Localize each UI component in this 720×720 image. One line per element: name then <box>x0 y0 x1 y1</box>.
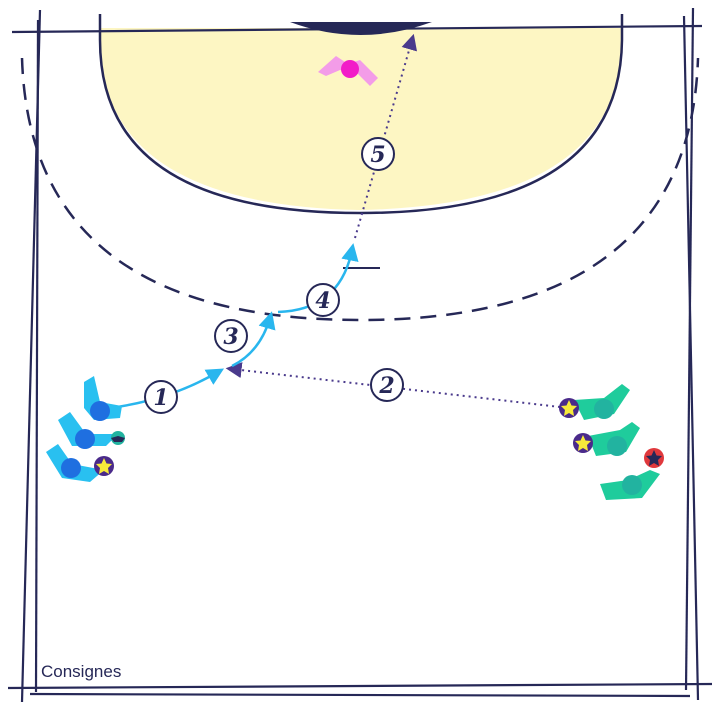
step-number: 1 <box>153 385 168 411</box>
court-boundary <box>7 7 713 703</box>
team-green <box>559 384 664 500</box>
step-number: 5 <box>370 142 385 168</box>
step-badge-1: 1 <box>144 380 178 414</box>
pass-path-2 <box>225 362 561 408</box>
player-green-3 <box>600 470 660 500</box>
run-path-3 <box>231 311 276 368</box>
team-blue <box>46 376 125 482</box>
player-green-2 <box>588 422 640 456</box>
ball-icon <box>559 398 579 418</box>
ball-icon <box>94 456 114 476</box>
ball-icon <box>111 431 125 445</box>
player-green-1 <box>574 384 630 420</box>
star-icon <box>646 450 662 466</box>
goal-area <box>100 28 622 210</box>
star-icon <box>561 400 577 416</box>
step-badge-3: 3 <box>214 319 248 353</box>
player-blue-1 <box>84 376 122 421</box>
ball-icon <box>644 448 664 468</box>
step-badge-2: 2 <box>370 368 404 402</box>
step-badge-4: 4 <box>306 283 340 317</box>
caption: Consignes <box>41 662 121 681</box>
step-number: 4 <box>315 288 330 314</box>
step-number: 3 <box>223 324 238 350</box>
ball-icon <box>573 433 593 453</box>
player-blue-3 <box>46 444 104 482</box>
step-number: 2 <box>378 373 394 399</box>
star-icon <box>575 435 591 451</box>
goalkeeper <box>318 56 378 86</box>
goal-area-line <box>98 14 624 215</box>
step-badge-5: 5 <box>361 137 395 171</box>
player-blue-2 <box>58 412 118 449</box>
star-icon <box>96 458 112 474</box>
